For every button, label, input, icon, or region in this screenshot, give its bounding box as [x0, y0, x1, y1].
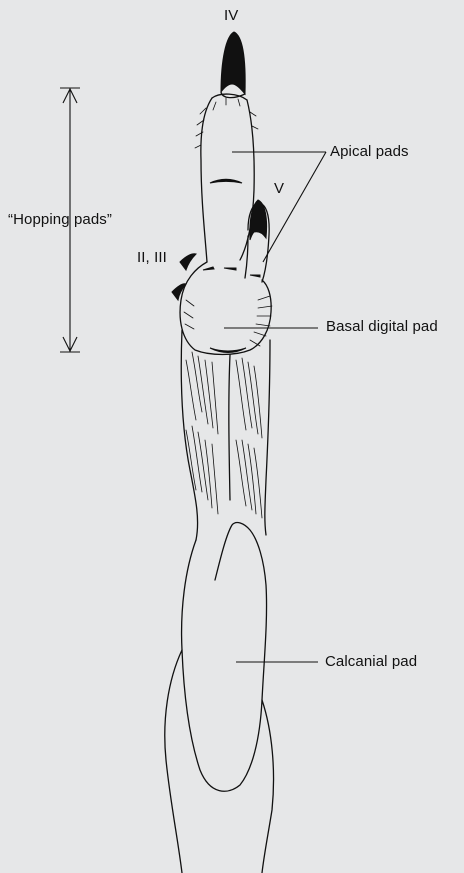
label-digits-ii-iii: II, III: [137, 249, 167, 266]
calcanial-pad: [165, 523, 274, 873]
digit-v: [245, 200, 269, 282]
metatarsal-region: [181, 330, 270, 540]
label-apical-pads: Apical pads: [330, 143, 409, 160]
label-calcanial-pad: Calcanial pad: [325, 653, 417, 670]
basal-digital-pad: [180, 262, 272, 355]
label-hopping-pads: “Hopping pads”: [8, 211, 112, 228]
label-digit-iv: IV: [224, 7, 238, 24]
label-basal-digital-pad: Basal digital pad: [326, 318, 438, 335]
leader-lines: [224, 152, 326, 662]
label-digit-v: V: [274, 180, 284, 197]
digits-ii-iii: [172, 254, 196, 300]
